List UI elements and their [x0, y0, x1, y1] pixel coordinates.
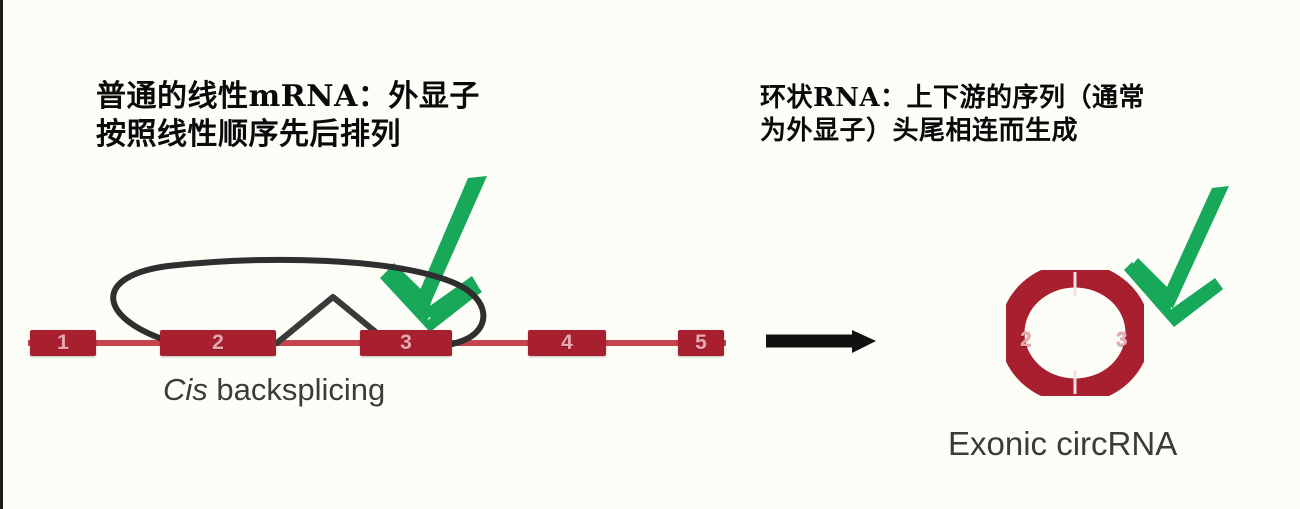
caption-cis-italic: Cis [163, 372, 208, 407]
exon-box-1: 1 [30, 330, 96, 356]
green-arrow-left-icon [380, 176, 487, 332]
transition-arrow-icon [766, 330, 876, 353]
annotation-circular-rna: 环状RNA：上下游的序列（通常 为外显子）头尾相连而生成 [760, 83, 1146, 147]
exonic-circrna-ring: 2 3 [1006, 270, 1144, 396]
exon-box-2: 2 [160, 330, 276, 356]
exon-label: 2 [212, 331, 224, 354]
exon-label: 3 [400, 331, 412, 354]
exon-box-5: 5 [678, 330, 724, 356]
annotation-linear-mrna: 普通的线性mRNA：外显子 按照线性顺序先后排列 [96, 79, 480, 153]
exon-label: 1 [57, 331, 69, 354]
caption-cis-backsplicing: Cis backsplicing [163, 372, 385, 408]
circrna-ring-shape [1006, 270, 1144, 396]
exon-label: 4 [561, 331, 573, 354]
exon-box-3: 3 [360, 330, 452, 356]
ring-exon-label-3: 3 [1116, 328, 1128, 351]
caption-backsplicing-text: backsplicing [207, 372, 386, 407]
exon-box-4: 4 [528, 330, 606, 356]
canvas-left-border [0, 0, 3, 509]
ring-exon-label-2: 2 [1020, 328, 1032, 351]
caption-exonic-circrna: Exonic circRNA [948, 425, 1178, 462]
exon-label: 5 [695, 331, 707, 354]
